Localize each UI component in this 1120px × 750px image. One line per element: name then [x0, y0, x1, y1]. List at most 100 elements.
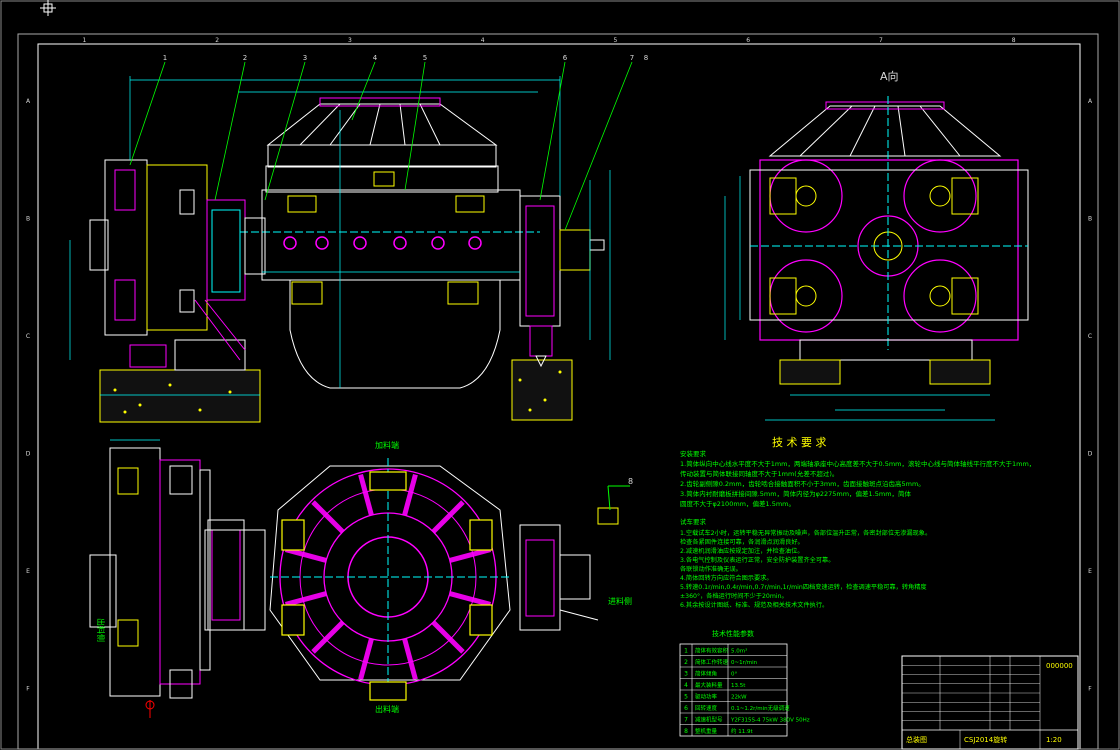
- spec-row-number: 3: [684, 670, 688, 677]
- callout-number: 5: [423, 54, 427, 62]
- callout-number: 1: [163, 54, 167, 62]
- plan-view-drive: [89, 439, 245, 718]
- dimension-lines-front: [69, 76, 611, 396]
- spec-row-name: 驱动功率: [695, 692, 718, 700]
- border-col-label: 7: [879, 37, 883, 44]
- tech-req-item: 1.空载试车2小时，运转平稳无异常振动及噪声，各部位温升正常，各密封部位无渗漏现…: [680, 529, 931, 537]
- spec-row-name: 简体工作转速: [695, 658, 729, 666]
- drum-spokes: [284, 473, 492, 681]
- spec-row-value: Y2F315S-4 75kW 380V 50Hz: [730, 717, 810, 723]
- title-block: 总装图 CSJ2014旋转 000000 1:20: [901, 655, 1079, 750]
- drum-spoke: [449, 547, 492, 563]
- drum-spoke: [449, 591, 492, 607]
- drum-body: [240, 165, 540, 389]
- label-discharge-end: 出料端: [375, 704, 399, 714]
- label-infeed-side: 进料侧: [608, 596, 632, 606]
- callout-bottom-8: 8: [628, 477, 633, 486]
- spec-row-value: 0°: [731, 671, 737, 677]
- border-row-label: B: [1088, 215, 1092, 222]
- border-row-label: F: [1088, 685, 1092, 692]
- border-row-label: C: [1088, 333, 1092, 340]
- drum-spoke: [358, 638, 374, 681]
- callout-number: 4: [373, 54, 378, 62]
- label-outfeed-side: 出料侧: [96, 618, 106, 642]
- tech-requirements: 技 术 要 求 安装要求 1.简体纵向中心线水平度不大于1mm，两端轴承座中心高…: [680, 436, 1035, 609]
- drum-spoke: [311, 500, 345, 534]
- tech-req-section1-list: 1.简体纵向中心线水平度不大于1mm，两端轴承座中心高度差不大于0.5mm，滚轮…: [680, 459, 1035, 508]
- spec-row-number: 4: [684, 682, 688, 689]
- spec-row-value: 13.5t: [731, 683, 746, 689]
- drum-spoke: [402, 638, 418, 681]
- tech-req-item: 检查各紧固件连接可靠，各润滑点润滑良好。: [680, 538, 804, 546]
- spec-row-name: 回转速度: [695, 704, 718, 712]
- spec-row-name: 简体倾角: [695, 669, 717, 677]
- border-row-label: D: [26, 450, 31, 457]
- border-row-label: A: [1088, 98, 1093, 105]
- tech-req-item: 传动装置与简体联接同轴度不大于1mm(允差不超过)。: [680, 469, 838, 478]
- border-row-label: C: [26, 333, 30, 340]
- right-bearing-assembly: [519, 195, 605, 368]
- side-view-a: A向: [724, 69, 1029, 421]
- spec-row-name: 减速机型号: [695, 715, 723, 723]
- tech-req-section2-list: 1.空载试车2小时，运转平稳无异常振动及噪声，各部位温升正常，各密封部位无渗漏现…: [680, 529, 931, 609]
- tech-req-item: 2.齿轮副侧隙0.2mm，齿轮啮合接触面积不小于3mm，齿面接触斑点沿齿高5mm…: [680, 479, 925, 488]
- border-col-label: 6: [746, 37, 750, 44]
- left-drive-assembly: [89, 159, 266, 371]
- spec-row-name: 整机重量: [695, 727, 718, 735]
- border-col-label: 1: [82, 37, 86, 44]
- spec-row-value: 约 11.9t: [731, 727, 753, 735]
- callout-number: 7: [630, 54, 634, 62]
- side-dimensions: [724, 176, 995, 421]
- tech-req-item: 2.减速机润滑油应按规定加注，并检查油位。: [680, 547, 803, 555]
- spec-row-value: 5.0m³: [731, 647, 747, 654]
- callout-number: 2: [243, 54, 247, 62]
- tech-req-title: 技 术 要 求: [772, 436, 827, 449]
- spec-table-title: 技术性能参数: [712, 629, 754, 638]
- tech-req-item: 圆度不大于φ2100mm，偏差1.5mm。: [680, 499, 795, 508]
- view-a-label: A向: [880, 69, 899, 83]
- spec-row-number: 2: [684, 659, 688, 666]
- label-feed-end: 加料端: [375, 440, 399, 450]
- border-row-label: A: [26, 98, 31, 105]
- border-col-label: 5: [613, 37, 617, 44]
- tech-req-item: 6.其余按设计图纸、标准、规范及相关技术文件执行。: [680, 601, 828, 609]
- spec-row-value: 22kW: [731, 694, 747, 700]
- spec-row-number: 5: [684, 693, 688, 700]
- tech-req-item: 1.简体纵向中心线水平度不大于1mm，两端轴承座中心高度差不大于0.5mm，滚轮…: [680, 459, 1035, 468]
- foundation-left: [99, 359, 573, 423]
- hopper-top: [266, 103, 498, 168]
- spec-row-number: 7: [684, 716, 688, 723]
- drum-ports: [283, 236, 482, 250]
- top-view-drum: [269, 458, 511, 700]
- title-block-drawing-number: CSJ2014旋转: [964, 735, 1007, 744]
- tech-req-item: ±360°，各档运行时间不少于20min。: [680, 592, 788, 600]
- tech-req-section2-title: 试车要求: [680, 517, 707, 526]
- border-row-label: D: [1088, 450, 1093, 457]
- title-block-code: 000000: [1046, 662, 1073, 670]
- side-hopper: [768, 105, 1002, 157]
- drum-yellow-fittings: [281, 471, 493, 701]
- drum-spoke: [284, 547, 327, 563]
- tech-req-item: 各联锁动作准确无误。: [680, 565, 742, 573]
- callout-number: 3: [303, 54, 307, 62]
- front-elevation-view: [69, 61, 633, 423]
- spec-row-name: 最大装料量: [695, 681, 723, 689]
- tech-req-section1-title: 安装要求: [680, 449, 707, 458]
- drum-spoke: [284, 591, 327, 607]
- border-row-label: E: [1088, 568, 1092, 575]
- spec-row-name: 简体有效容积: [695, 646, 729, 654]
- tech-req-item: 4.简体回转方向应符合图示要求。: [680, 574, 773, 582]
- border-col-label: 2: [215, 37, 219, 44]
- ucs-crosshair: [40, 0, 56, 16]
- callout-number: 6: [563, 54, 568, 62]
- border-row-label: F: [26, 685, 30, 692]
- title-block-drawing-type: 总装图: [906, 735, 927, 744]
- title-block-scale: 1:20: [1046, 736, 1062, 744]
